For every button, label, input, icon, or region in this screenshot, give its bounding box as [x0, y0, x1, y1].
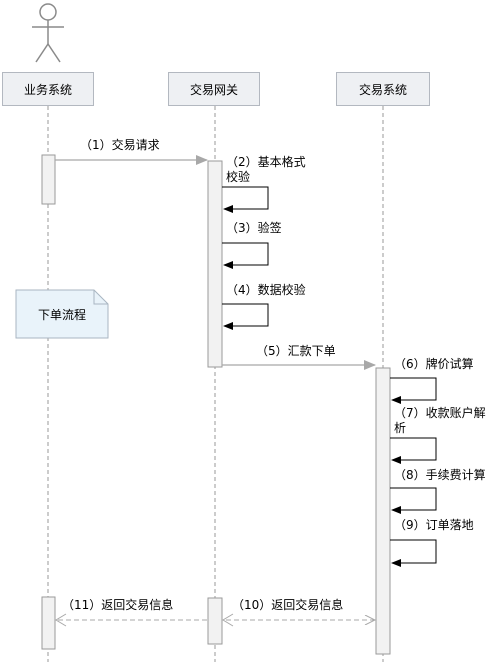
participant-gateway-label: 交易网关: [189, 82, 238, 97]
activation-trading-1: [375, 367, 391, 655]
message-7-label: （7）收款账户解析: [394, 406, 486, 435]
activation-business-1: [41, 154, 56, 205]
message-8-label: （8）手续费计算: [394, 468, 486, 482]
self-loop-m2: [222, 186, 269, 213]
activation-business-2: [41, 596, 56, 650]
note-shape: [15, 289, 109, 339]
message-5-label: （5）汇款下单: [256, 344, 336, 358]
arrowhead-m11: [55, 613, 67, 627]
participant-trading: 交易系统: [336, 72, 430, 106]
self-loop-m9: [390, 539, 437, 567]
message-3-label: （3）验签: [226, 221, 282, 235]
participant-business: 业务系统: [2, 72, 94, 106]
message-11-label: （11）返回交易信息: [62, 598, 174, 612]
self-loop-m3: [222, 242, 269, 269]
note-label: 下单流程: [37, 308, 86, 322]
actor-icon: [32, 3, 64, 63]
note-fold: [93, 290, 108, 305]
message-9-label: （9）订单落地: [394, 518, 474, 532]
message-2-label: （2）基本格式校验: [226, 155, 306, 184]
self-loop-m6: [390, 377, 437, 404]
message-1-label: （1）交易请求: [80, 138, 160, 152]
self-loop-m4: [222, 303, 269, 330]
arrowhead-m10: [222, 613, 234, 627]
activation-gateway-2: [207, 597, 223, 645]
message-10-label: （10）返回交易信息: [232, 598, 344, 612]
self-loop-m8: [390, 487, 437, 514]
participant-trading-label: 交易系统: [358, 82, 407, 97]
message-4-label: （4）数据校验: [226, 283, 306, 297]
message-6-label: （6）牌价试算: [394, 357, 474, 371]
self-loop-m7: [390, 437, 437, 464]
activation-gateway-1: [207, 160, 223, 368]
participant-gateway: 交易网关: [168, 72, 260, 106]
participant-business-label: 业务系统: [23, 82, 72, 97]
